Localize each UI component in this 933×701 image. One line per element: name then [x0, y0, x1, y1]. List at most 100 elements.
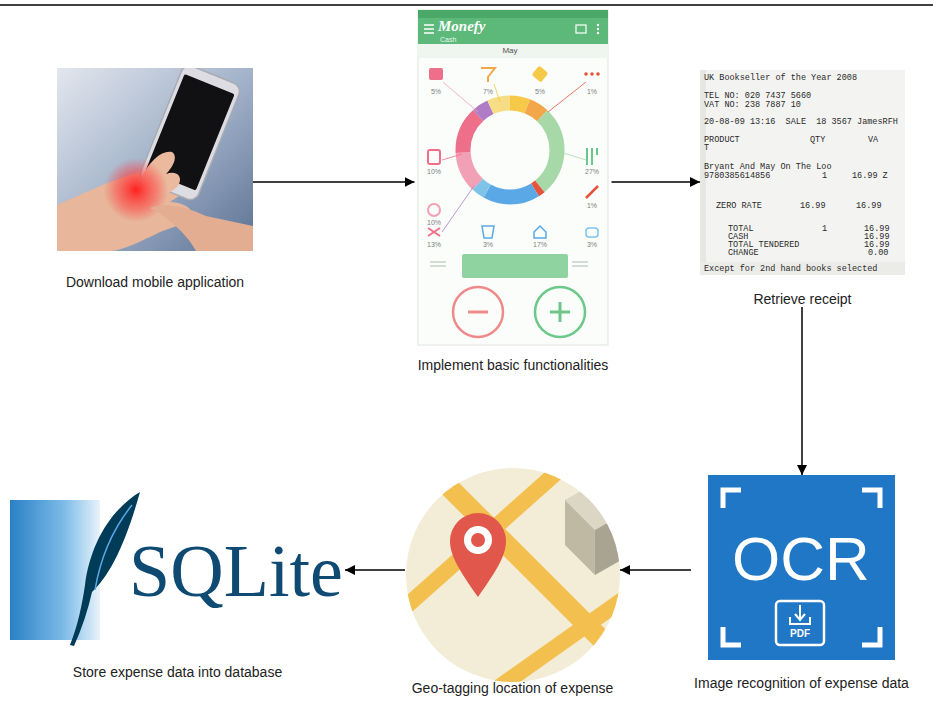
- app-screenshot-part-part: [463, 103, 557, 197]
- chart-percent: 5%: [535, 88, 545, 95]
- receipt-text: Bryant And May On The Loo: [704, 163, 832, 172]
- receipt-text: QTY: [810, 136, 825, 145]
- chart-percent: 1%: [587, 202, 597, 209]
- illustration-area: [405, 465, 620, 680]
- receipt-text: VAT NO: 238 7887 10: [704, 101, 801, 110]
- pdf-label: PDF: [790, 629, 810, 639]
- receipt-text: UK Bookseller of the Year 2008: [704, 74, 857, 83]
- sqlite-logo-part: [95, 505, 132, 590]
- app-screenshot-part: [442, 154, 462, 160]
- receipt-text: 9780385614856: [704, 172, 770, 181]
- step-caption: Retrieve receipt: [700, 291, 905, 307]
- process-step: Implement basic functionalities: [415, 10, 612, 373]
- receipt-text: 20-08-09 13:16 SALE 18 3567 JamesRFH: [704, 118, 898, 127]
- app-screenshot-part-part: [463, 103, 557, 197]
- app-screenshot-part: [590, 72, 594, 76]
- ocr-icon-part: [862, 490, 880, 508]
- process-step: Retrieve receipt: [700, 70, 905, 307]
- receipt-text: CASH: [728, 233, 748, 242]
- app-screenshot-part-part: [463, 103, 557, 197]
- receipt-text: 16.99: [864, 233, 890, 242]
- map-pin-icon-part-part: [565, 500, 595, 575]
- app-screenshot-part: [429, 68, 443, 80]
- chart-percent: 10%: [427, 168, 441, 175]
- step-caption: Store expense data into database: [10, 664, 345, 680]
- app-screenshot-part: [463, 103, 557, 197]
- app-screenshot-part: [468, 311, 488, 314]
- app-screenshot-part: [596, 72, 600, 76]
- map-pin-icon-part: [400, 465, 630, 690]
- app-screenshot-part: [535, 287, 585, 337]
- app-screenshot-part: [532, 66, 549, 83]
- receipt-text: 16.99: [856, 202, 882, 211]
- app-screenshot-part: [424, 28, 434, 30]
- flow-arrow: [612, 181, 701, 183]
- app-screenshot-part: [494, 84, 500, 102]
- receipt-text: 16.99 Z: [852, 172, 888, 181]
- flow-arrow: [345, 569, 405, 571]
- app-screenshot-part-part: [463, 103, 557, 197]
- chart-percent: 10%: [427, 219, 441, 226]
- flow-arrow: [801, 307, 803, 475]
- chart-percent: 3%: [587, 241, 597, 248]
- chart-percent: 17%: [533, 241, 547, 248]
- chart-percent: 5%: [431, 88, 441, 95]
- ocr-wordmark: OCR: [732, 528, 870, 590]
- app-screenshot-part: [418, 10, 608, 44]
- map-pin-icon-part-part: [595, 510, 630, 575]
- app-screenshot-part: [586, 186, 598, 198]
- app-screenshot-part: [534, 226, 546, 238]
- process-step: Store expense data into database: [10, 495, 345, 680]
- app-screenshot-part: [442, 186, 474, 232]
- receipt-text: 16.99: [864, 225, 890, 234]
- app-screenshot-part: [560, 152, 586, 160]
- map-pin-icon: [400, 465, 630, 690]
- app-screenshot-part-part: [463, 103, 557, 197]
- ocr-icon-part: [723, 627, 741, 645]
- app-screenshot-part: [428, 204, 440, 216]
- app-screenshot-part: [587, 148, 597, 165]
- phone-photo-part: [57, 68, 253, 251]
- receipt-text: PRODUCT: [704, 136, 740, 145]
- app-screenshot-part: [584, 72, 588, 76]
- app-screenshot-part: [430, 261, 446, 262]
- app-screenshot-part: [462, 254, 568, 278]
- map-pin-icon-part: [471, 533, 485, 547]
- app-screenshot-part: [597, 32, 599, 34]
- sqlite-logo: [10, 492, 140, 646]
- ocr-icon: [708, 475, 895, 660]
- ocr-icon-part: [790, 617, 810, 624]
- phone-photo: [57, 63, 253, 251]
- map-pin-icon-part: [464, 526, 492, 554]
- illustration-area: [691, 475, 912, 675]
- map-pin-icon-part: [450, 513, 506, 597]
- chart-percent: 7%: [483, 88, 493, 95]
- app-screenshot-part: [481, 68, 495, 82]
- receipt-text: TOTAL TENDERED: [728, 241, 799, 250]
- app-screenshot-part: [597, 28, 599, 30]
- app-screenshot-part-part: [463, 103, 557, 197]
- app-screenshot-part-part: [463, 103, 557, 197]
- app-screenshot-part: [548, 82, 586, 112]
- illustration-area: [10, 495, 345, 664]
- chart-percent: 1%: [587, 88, 597, 95]
- top-rule: [0, 4, 933, 6]
- sqlite-wordmark: SQLite: [129, 534, 343, 608]
- month-label: May: [502, 47, 517, 55]
- receipt-text: ZERO RATE: [716, 202, 762, 211]
- app-screenshot-part: [443, 82, 478, 112]
- receipt-text: 1: [822, 225, 827, 234]
- receipt-text: 0.00: [868, 249, 888, 258]
- app-screenshot-part: [418, 10, 608, 345]
- process-step: Geo-tagging location of expense: [405, 465, 620, 696]
- ocr-icon-part: [795, 614, 805, 620]
- illustration-area: [57, 68, 253, 274]
- receipt-text: T: [704, 144, 709, 153]
- app-screenshot-part-part: [463, 103, 557, 197]
- process-step: Download mobile application: [57, 68, 253, 290]
- flow-arrow: [620, 569, 691, 571]
- ocr-icon-part: [799, 605, 801, 619]
- receipt-text: CHANGE: [728, 249, 759, 258]
